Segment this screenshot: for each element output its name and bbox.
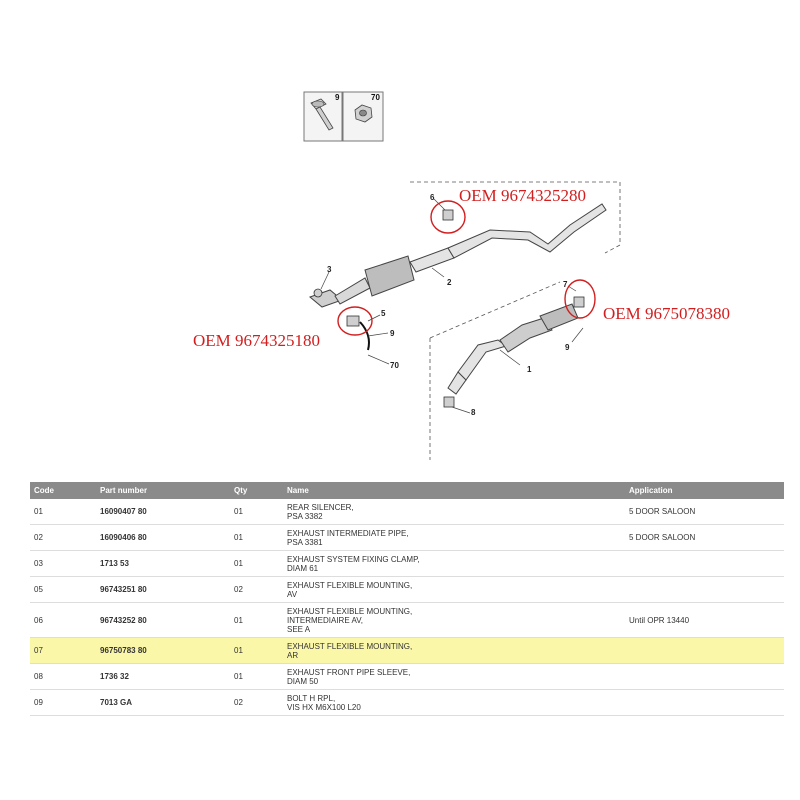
part-number-cell: 96743252 80 (96, 602, 230, 638)
header-application[interactable]: Application (625, 482, 784, 499)
qty-cell: 01 (230, 524, 283, 551)
part-number-cell: 7013 GA (96, 689, 230, 716)
code-cell: 05 (30, 576, 96, 603)
exhaust-system-diagram: 9 70 (193, 91, 730, 460)
qty-cell: 02 (230, 689, 283, 716)
part-number-cell: 16090407 80 (96, 499, 230, 525)
code-cell: 07 (30, 637, 96, 664)
thumbnail-bolt[interactable]: 9 (303, 91, 343, 142)
application-cell: Until OPR 13440 (625, 602, 784, 638)
name-line: AR (287, 650, 299, 660)
name-line: EXHAUST FLEXIBLE MOUNTING, (287, 606, 413, 616)
rear-section-frame (410, 181, 621, 460)
application-cell (625, 550, 784, 577)
name-cell: EXHAUST FLEXIBLE MOUNTING,AV (283, 576, 625, 603)
part-number-cell: 96750783 80 (96, 637, 230, 664)
oem-label-left: OEM 9674325180 (193, 331, 320, 350)
nut-icon (354, 104, 373, 123)
thumbnail-number: 9 (335, 93, 340, 102)
header-name[interactable]: Name (283, 482, 625, 499)
code-cell: 06 (30, 602, 96, 638)
thumbnail-number: 70 (371, 93, 380, 102)
name-cell: EXHAUST FLEXIBLE MOUNTING,INTERMEDIAIRE … (283, 602, 625, 638)
intermediate-pipe (309, 203, 607, 308)
callout-9: 9 (390, 329, 395, 338)
table-header: Code Part number Qty Name Application (30, 482, 784, 499)
code-cell: 09 (30, 689, 96, 716)
parts-table: Code Part number Qty Name Application 01… (30, 482, 784, 716)
application-cell (625, 576, 784, 603)
mounting-parts (313, 209, 585, 408)
oem-label-right: OEM 9675078380 (603, 304, 730, 323)
qty-cell: 01 (230, 637, 283, 664)
name-line: AV (287, 589, 298, 599)
name-line: EXHAUST FRONT PIPE SLEEVE, (287, 667, 411, 677)
callout-9b: 9 (565, 343, 570, 352)
part-number-cell: 96743251 80 (96, 576, 230, 603)
thumbnail-nut[interactable]: 70 (342, 91, 384, 142)
highlight-circles (337, 200, 596, 336)
callout-70: 70 (390, 361, 399, 370)
qty-cell: 01 (230, 499, 283, 525)
name-cell: EXHAUST FLEXIBLE MOUNTING,AR (283, 637, 625, 664)
header-code[interactable]: Code (30, 482, 96, 499)
name-line: SEE A (287, 624, 311, 634)
bolt-icon (310, 98, 334, 131)
application-cell (625, 663, 784, 690)
code-cell: 08 (30, 663, 96, 690)
callout-3: 3 (327, 265, 332, 274)
name-line: BOLT H RPL, (287, 693, 336, 703)
leader-lines (320, 198, 584, 414)
qty-cell: 01 (230, 663, 283, 690)
callout-2: 2 (447, 278, 452, 287)
name-line: REAR SILENCER, (287, 502, 354, 512)
name-line: EXHAUST FLEXIBLE MOUNTING, (287, 580, 413, 590)
name-cell: EXHAUST SYSTEM FIXING CLAMP,DIAM 61 (283, 550, 625, 577)
name-cell: EXHAUST FRONT PIPE SLEEVE,DIAM 50 (283, 663, 625, 690)
name-line: PSA 3381 (287, 537, 323, 547)
name-line: EXHAUST INTERMEDIATE PIPE, (287, 528, 409, 538)
part-number-cell: 16090406 80 (96, 524, 230, 551)
code-cell: 03 (30, 550, 96, 577)
name-line: PSA 3382 (287, 511, 323, 521)
application-cell: 5 DOOR SALOON (625, 524, 784, 551)
name-line: EXHAUST SYSTEM FIXING CLAMP, (287, 554, 420, 564)
callout-6: 6 (430, 193, 435, 202)
name-line: INTERMEDIAIRE AV, (287, 615, 364, 625)
callout-7: 7 (563, 280, 568, 289)
name-cell: EXHAUST INTERMEDIATE PIPE,PSA 3381 (283, 524, 625, 551)
header-part-number[interactable]: Part number (96, 482, 230, 499)
part-number-cell: 1713 53 (96, 550, 230, 577)
application-cell (625, 637, 784, 664)
rear-silencer (447, 303, 579, 395)
callout-1: 1 (527, 365, 532, 374)
name-line: DIAM 50 (287, 676, 319, 686)
oem-label-top: OEM 9674325280 (459, 186, 586, 205)
application-cell: 5 DOOR SALOON (625, 499, 784, 525)
name-line: VIS HX M6X100 L20 (287, 702, 361, 712)
callout-8: 8 (471, 408, 476, 417)
name-cell: REAR SILENCER,PSA 3382 (283, 499, 625, 525)
code-cell: 01 (30, 499, 96, 525)
name-line: EXHAUST FLEXIBLE MOUNTING, (287, 641, 413, 651)
qty-cell: 02 (230, 576, 283, 603)
name-line: DIAM 61 (287, 563, 319, 573)
application-cell (625, 689, 784, 716)
header-qty[interactable]: Qty (230, 482, 283, 499)
name-cell: BOLT H RPL,VIS HX M6X100 L20 (283, 689, 625, 716)
code-cell: 02 (30, 524, 96, 551)
callout-5: 5 (381, 309, 386, 318)
part-number-cell: 1736 32 (96, 663, 230, 690)
qty-cell: 01 (230, 550, 283, 577)
qty-cell: 01 (230, 602, 283, 638)
